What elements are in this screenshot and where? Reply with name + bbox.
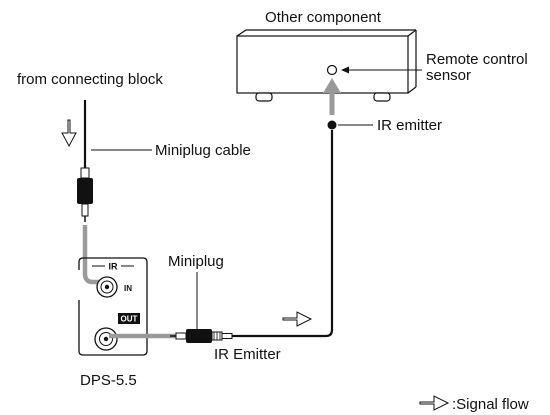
ir-emitter-bottom-label: IR Emitter — [214, 346, 281, 363]
other-component — [236, 29, 417, 102]
arrow-head-icon — [341, 66, 349, 74]
miniplug-cable-label: Miniplug cable — [155, 142, 251, 159]
component-front — [236, 35, 409, 94]
signal-down-arrow-icon — [61, 119, 77, 148]
device-name-label: DPS-5.5 — [80, 372, 137, 389]
ir-emitter-cable — [232, 130, 334, 338]
other-component-label: Other component — [265, 9, 382, 26]
in-cable — [82, 225, 104, 285]
ir-group-label: IR — [109, 262, 119, 272]
remote-sensor-icon — [326, 64, 338, 76]
ir-emission-arrow — [323, 78, 341, 115]
from-block-label: from connecting block — [17, 71, 163, 88]
sensor-callout — [341, 66, 422, 74]
signal-right-arrow-icon — [282, 311, 313, 327]
ir-emitter-dot — [327, 120, 337, 130]
ir-emitter-top-label: IR emitter — [377, 117, 442, 134]
miniplug-vertical — [77, 167, 93, 222]
in-label: IN — [124, 284, 132, 293]
dps-panel: IR IN OUT — [78, 257, 148, 356]
component-foot-right — [373, 92, 391, 102]
legend-arrow-icon — [419, 395, 450, 411]
out-badge — [118, 313, 140, 324]
up-arrow-icon — [323, 78, 341, 93]
component-foot-left — [255, 92, 273, 102]
miniplug-horizontal — [170, 329, 233, 343]
remote-sensor-label-line1: Remote control — [426, 51, 528, 68]
remote-sensor-label-line2: sensor — [426, 67, 471, 84]
signal-flow-legend: :Signal flow — [452, 396, 529, 413]
miniplug-label: Miniplug — [168, 253, 224, 270]
out-label: OUT — [121, 315, 138, 324]
